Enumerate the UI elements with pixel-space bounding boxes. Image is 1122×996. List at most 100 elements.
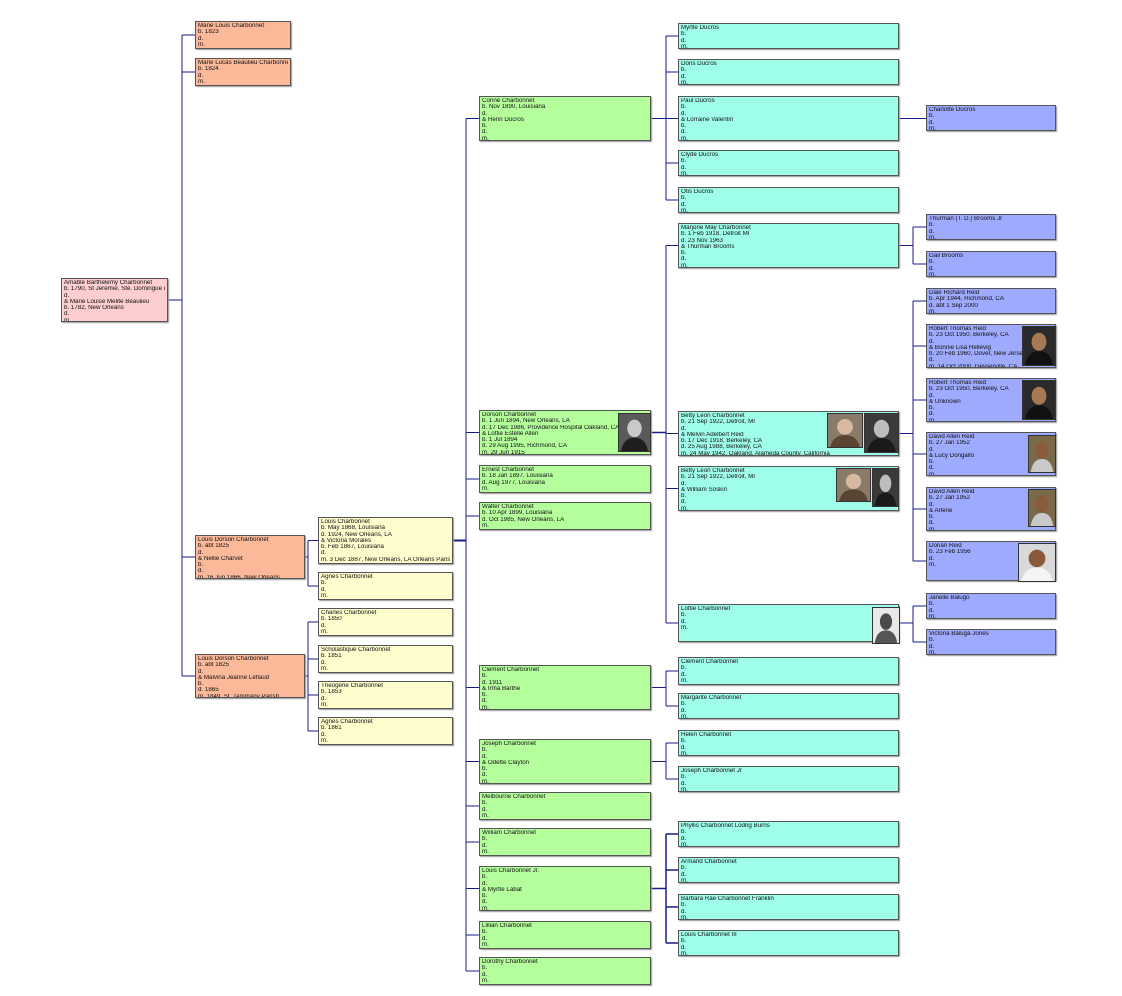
person-detail: b. Nov 1890, Louisiana [482,104,546,111]
person-name: Melbourne Charbonnet [482,794,546,800]
person-detail: b. [681,195,687,202]
person-detail: m. [198,41,205,48]
person-detail: m. 29 Jun 1915 [482,449,525,455]
person-name: Louis Charbonnet III [681,932,737,938]
person-detail: m. 24 May 1942, Oakland, Alameda County,… [681,450,830,456]
person-detail: m. [482,778,489,784]
person-detail: m. [929,613,936,619]
person-detail: & Bonnie Lisa Hellevig [929,344,991,351]
person-detail: m. [482,941,489,948]
person-name: Victoria Baluga Jones [929,631,989,637]
person-detail: b. 10 Apr 1899, Louisiana [482,510,553,517]
person-detail: d. [929,520,935,527]
person-detail: b. [681,67,687,74]
person-detail: & Myrtle Labat [482,886,522,893]
person-detail: m. 3 Dec 1887, New Orleans, LA Orleans P… [321,556,450,563]
person-detail: b. [681,774,687,781]
person-name: Louis Charbonnet Jr. [482,868,540,874]
person-detail: d. [681,780,687,787]
person-detail: d. [321,659,327,666]
person-detail: d. [681,744,687,751]
person-detail: d. [681,944,687,951]
person-name: Theogene Charbonnet [321,683,383,689]
person-detail: b. 23 Oct 1950, Berkeley, CA [929,332,1009,339]
person-detail: b. [482,673,488,680]
person-detail: & Odette Clayton [482,759,530,766]
person-detail: m. 16 Jun 1866, New Orleans [198,574,280,579]
person-detail: b. Feb 1867, Louisiana [321,544,384,551]
person-detail: b. [482,836,488,843]
person-detail: b. 1853 [321,689,342,696]
person-detail: & Nellie Charvet [198,555,243,562]
person-name: Barbara Rae Charbonnet Franklin [681,896,774,902]
person-detail: b. 18 Jan 1897, Louisiana [482,473,553,480]
person-detail: & Irma Barthe [482,685,521,692]
person-detail: b. [929,222,935,229]
person-name: Charles Charbonnet [321,610,377,616]
person-detail: b. 23 Feb 1956 [929,549,971,556]
person-detail: d. [681,37,687,44]
person-detail: d. [681,671,687,678]
person-detail: d. [321,695,327,702]
person-name: Walter Charbonnet [482,504,534,510]
person-detail: b. [681,902,687,909]
person-detail: m. [681,505,688,511]
person-detail: d. [482,129,488,136]
person-detail: m. [482,848,489,855]
person-detail: b. [482,893,488,900]
person-detail: m. [681,713,688,719]
person-detail: b. [929,514,935,521]
person-name: David Allen Reid [929,434,975,440]
person-name: Robert Thomas Reid [929,326,986,332]
person-detail: d. [929,643,935,650]
person-detail: b. [482,965,488,972]
person-detail: d. 25 Aug 1988, Berkeley, CA [681,444,762,451]
person-detail: d. abt 1 Sep 2000 [929,302,978,309]
person-detail: b. [198,562,204,569]
person-detail: & Melvin Adelbert Reid [681,431,744,438]
person-detail: b. 1790, St Jeremie, Ste. Domingue in [64,286,165,293]
